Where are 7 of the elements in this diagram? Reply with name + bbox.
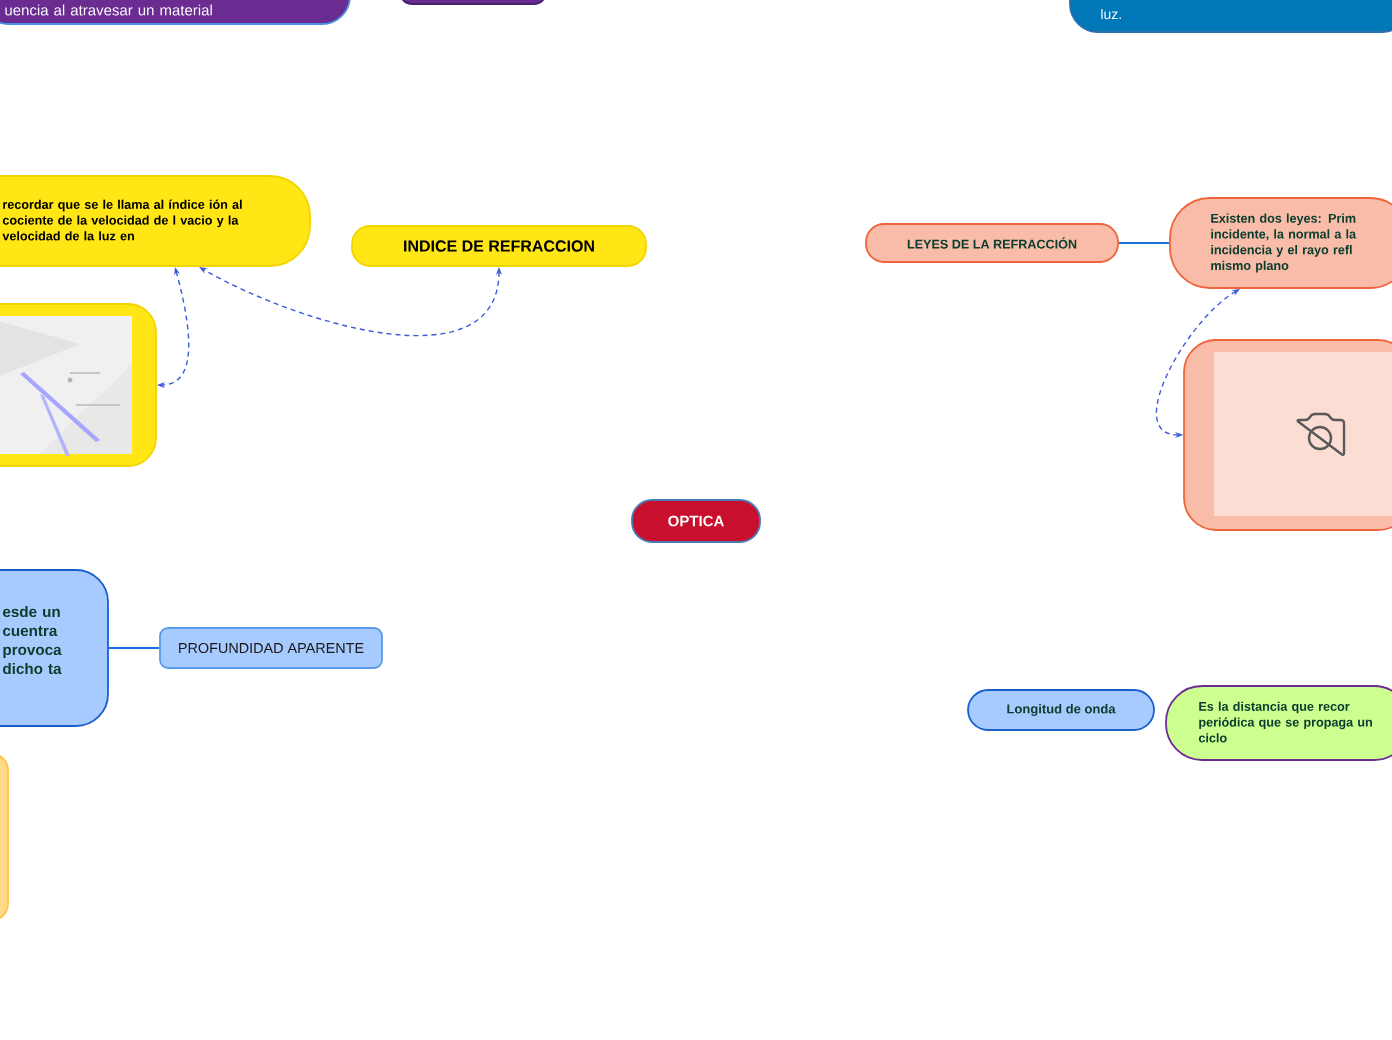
connector (1117, 242, 1171, 244)
topic-box (0, 753, 9, 921)
picture-box (0, 303, 157, 467)
connector (107, 647, 161, 649)
topic-box: INDICE DE REFRACCION (351, 225, 647, 267)
image-box (1183, 339, 1392, 531)
topic-box (399, 0, 547, 5)
